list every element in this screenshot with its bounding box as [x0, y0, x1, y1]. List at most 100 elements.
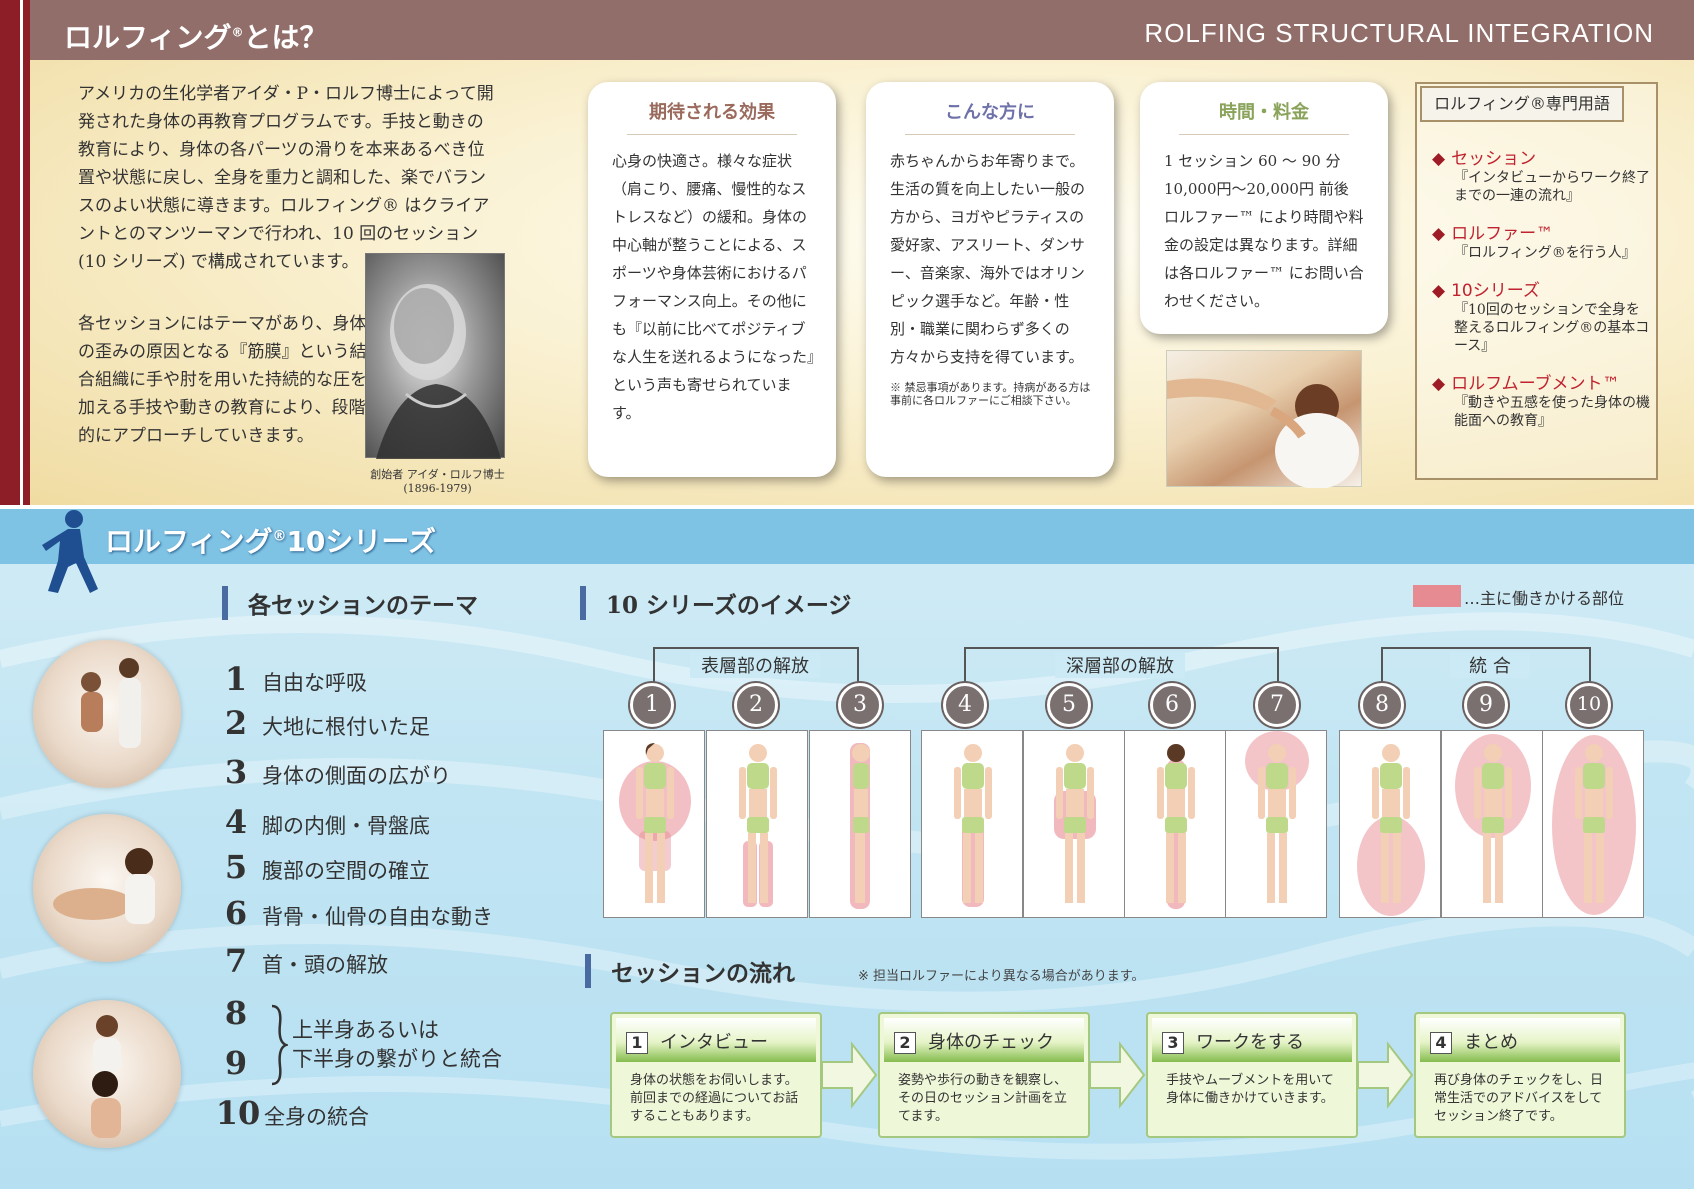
- glossary-title: ロルフィング®専門用語: [1420, 86, 1624, 122]
- massage-illustration: [1167, 378, 1359, 489]
- glossary-desc: 『動きや五感を使った身体の機能面への教育』: [1454, 395, 1650, 429]
- card-time-fee: 時間・料金 1 セッション 60 ～ 90 分 10,000円～20,000円 …: [1140, 82, 1388, 334]
- figure-panel-1: [603, 730, 705, 918]
- flow-step-body: 手技やムーブメントを用いて身体に働きかけていきます。: [1166, 1073, 1334, 1106]
- photo-figures: [91, 1015, 121, 1138]
- glossary-list: セッション 『インタビューからワーク終了までの一連の流れ』 ロルファー™ 『ロル…: [1432, 144, 1652, 444]
- series-title: ロルフィング®10シリーズ: [105, 525, 437, 558]
- session-number-10: 10: [1567, 683, 1611, 727]
- card-for-whom-note: ※ 禁忌事項があります。持病がある方は事前に各ロルファーにご相談下さい。: [890, 381, 1091, 407]
- card-effects-title: 期待される効果: [627, 98, 797, 135]
- photo-figures: [53, 848, 155, 924]
- english-title: ROLFING STRUCTURAL INTEGRATION: [1144, 18, 1654, 48]
- series-header-band: [0, 509, 1694, 564]
- header-band: [30, 0, 1694, 60]
- figure-session-5: [1054, 744, 1096, 903]
- figure-session-6: [1157, 744, 1195, 909]
- theme-89-line1: 上半身あるいは: [292, 1018, 439, 1042]
- figure-panel-3: [809, 730, 911, 918]
- figure-panel-5: [1023, 730, 1125, 918]
- group-label-surface: 表層部の解放: [690, 652, 820, 678]
- flow-heading: セッションの流れ: [585, 954, 795, 988]
- card-time-fee-body: 1 セッション 60 ～ 90 分 10,000円～20,000円 前後 ロルフ…: [1164, 152, 1364, 310]
- session-number-5: 5: [1047, 683, 1091, 727]
- session-number-9: 9: [1464, 683, 1508, 727]
- legend-label: …主に働きかける部位: [1464, 589, 1625, 608]
- session-photo-2: [33, 814, 181, 962]
- card-time-fee-title: 時間・料金: [1179, 98, 1349, 135]
- figure-panel-7: [1225, 730, 1327, 918]
- glossary-term: セッション: [1432, 144, 1652, 169]
- portrait-silhouette: [376, 284, 501, 459]
- card-effects-body: 心身の快適さ。様々な症状（肩こり、腰痛、慢性的なストレスなど）の緩和。身体の中心…: [612, 152, 815, 422]
- figure-session-8: [1357, 744, 1425, 916]
- group-label-deep: 深層部の解放: [1055, 652, 1185, 678]
- figure-session-10: [1552, 735, 1636, 915]
- figure-panel-6: [1124, 730, 1226, 918]
- page-title: ロルフィング®とは？: [64, 21, 328, 54]
- card-for-whom-body: 赤ちゃんからお年寄りまで。生活の質を向上したい一般の方から、ヨガやピラティスの愛…: [890, 152, 1086, 366]
- arrow-right-icon: [1090, 1041, 1146, 1109]
- card-for-whom: こんな方に 赤ちゃんからお年寄りまで。生活の質を向上したい一般の方から、ヨガやピ…: [866, 82, 1114, 477]
- session-photo-1: [33, 640, 181, 788]
- glossary-term: ロルフムーブメント™: [1432, 369, 1652, 394]
- session-number-6: 6: [1150, 683, 1194, 727]
- theme-row: 9: [224, 1044, 248, 1082]
- portrait-caption: 創始者 アイダ・ロルフ博士 (1896-1979): [370, 468, 505, 495]
- intro-paragraph-1: アメリカの生化学者アイダ・P・ロルフ博士によって開発された身体の再教育プログラム…: [78, 84, 494, 272]
- photo-figures: [81, 658, 141, 748]
- figure-panel-10: [1542, 730, 1644, 918]
- founder-portrait: [365, 253, 505, 459]
- glossary-desc: 『インタビューからワーク終了までの一連の流れ』: [1454, 170, 1650, 204]
- flow-note: ※ 担当ロルファーにより異なる場合があります。: [858, 969, 1145, 984]
- arrow-right-icon: [1358, 1041, 1414, 1109]
- figure-panel-9: [1441, 730, 1543, 918]
- walking-person-icon: [42, 510, 98, 593]
- image-heading: 10 シリーズのイメージ: [580, 586, 851, 620]
- theme-heading: 各セッションのテーマ: [222, 586, 478, 620]
- session-photo-3: [33, 1000, 181, 1148]
- figure-session-7: [1245, 731, 1309, 903]
- figure-session-1: [619, 743, 691, 903]
- arrow-right-icon: [822, 1041, 878, 1109]
- session-number-4: 4: [943, 683, 987, 727]
- figure-session-3: [850, 743, 870, 909]
- session-number-2: 2: [734, 683, 778, 727]
- card-for-whom-title: こんな方に: [905, 98, 1075, 135]
- flow-step-body: 身体の状態をお伺いします。前回までの経過についてお話することもあります。: [630, 1073, 799, 1124]
- figure-session-9: [1455, 734, 1531, 903]
- group-label-integration: 統 合: [1450, 652, 1530, 678]
- figure-session-4: [954, 744, 992, 907]
- intro-paragraph-2: 各セッションにはテーマがあり、身体の歪みの原因となる『筋膜』という結合組織に手や…: [78, 314, 367, 446]
- figure-panel-2: [706, 730, 808, 918]
- session-number-7: 7: [1255, 683, 1299, 727]
- glossary-term: ロルファー™: [1432, 219, 1652, 244]
- flow-step-body: 姿勢や歩行の動きを観察し、その日のセッション計画を立てます。: [898, 1073, 1068, 1124]
- theme-89-line2: 下半身の繋がりと統合: [292, 1047, 502, 1071]
- glossary-desc: 『ロルフィング®を行う人』: [1454, 245, 1636, 261]
- card-effects: 期待される効果 心身の快適さ。様々な症状（肩こり、腰痛、慢性的なストレスなど）の…: [588, 82, 836, 477]
- figure-panel-8: [1339, 730, 1441, 918]
- glossary-desc: 『10回のセッションで全身を整えるロルフィング®の基本コース』: [1454, 302, 1650, 354]
- legend-swatch: [1413, 585, 1461, 607]
- glossary-term: 10シリーズ: [1432, 276, 1652, 301]
- group-brackets: [653, 647, 1591, 682]
- session-number-1: 1: [630, 683, 674, 727]
- session-number-3: 3: [838, 683, 882, 727]
- figure-panel-4: [921, 730, 1023, 918]
- brace-icon: [271, 1004, 288, 1086]
